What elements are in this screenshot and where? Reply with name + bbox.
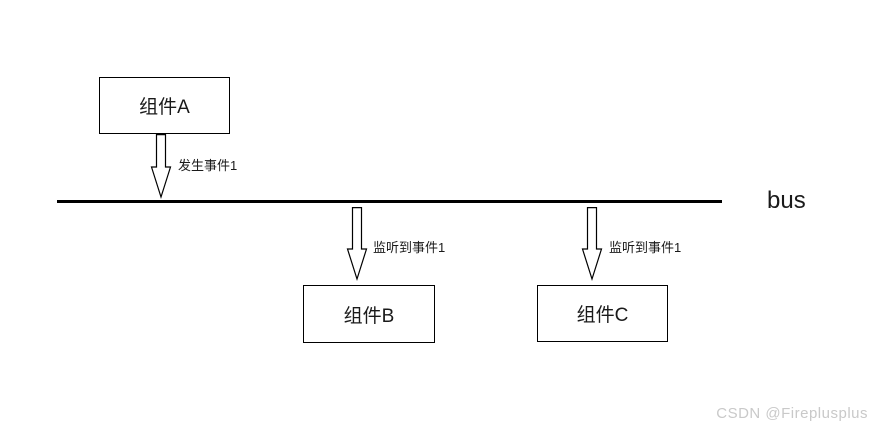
watermark: CSDN @Fireplusplus bbox=[716, 405, 868, 422]
arrow-bus-to-b-icon bbox=[346, 207, 368, 281]
component-c-label: 组件C bbox=[576, 305, 629, 326]
arrow-b-label: 监听到事件1 bbox=[373, 240, 446, 255]
arrow-a-to-bus-icon bbox=[150, 134, 172, 199]
component-c-box: 组件C bbox=[537, 285, 668, 342]
arrow-a-label: 发生事件1 bbox=[178, 158, 238, 173]
bus-line bbox=[57, 200, 722, 203]
arrow-bus-to-c-icon bbox=[581, 207, 603, 281]
bus-label: bus bbox=[767, 187, 806, 214]
component-a-label: 组件A bbox=[139, 97, 190, 118]
component-a-box: 组件A bbox=[99, 77, 230, 134]
component-b-box: 组件B bbox=[303, 285, 435, 343]
arrow-c-label: 监听到事件1 bbox=[609, 240, 682, 255]
component-b-label: 组件B bbox=[343, 305, 395, 327]
